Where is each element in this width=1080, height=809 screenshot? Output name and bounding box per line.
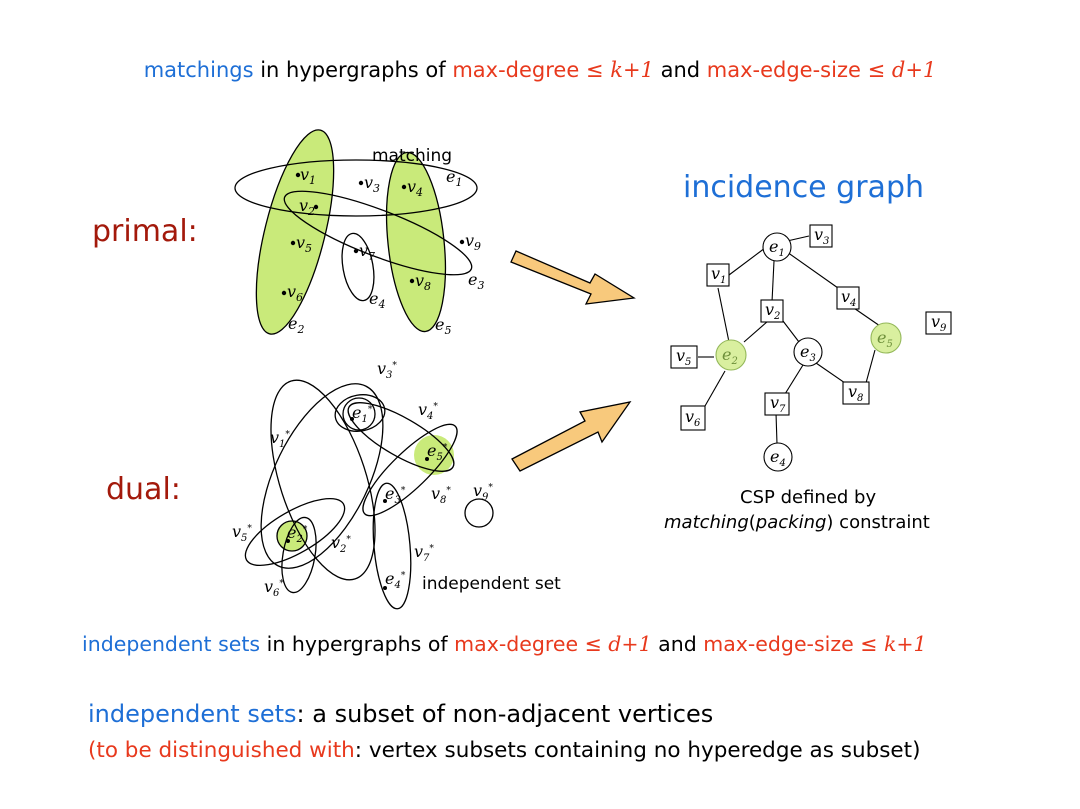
incidence-graph-title: incidence graph [683, 170, 924, 205]
bottom-caption: independent sets in hypergraphs of max-d… [82, 632, 927, 656]
svg-text:e1: e1 [446, 167, 462, 189]
arrow-dual-to-incidence [511, 401, 632, 472]
edge-e4 [341, 232, 375, 302]
node-v1 [706, 263, 730, 287]
primal-hypergraph [234, 129, 478, 335]
svg-text:e5: e5 [435, 315, 451, 337]
dual-label: dual: [106, 472, 181, 507]
svg-text:e2: e2 [288, 314, 304, 336]
svg-text:v7*: v7* [414, 542, 434, 564]
dual-labels: e1* e2* e3* e4* e5* v1* v2* v3* v4* v5* … [232, 359, 493, 599]
node-v8 [842, 381, 870, 405]
svg-text:v6*: v6* [264, 577, 284, 599]
node-e3 [793, 337, 823, 367]
svg-text:v4*: v4* [418, 400, 438, 422]
arrow-primal-to-incidence [510, 250, 636, 305]
primal-labels: v1 v2 v3 v4 v5 v6 v7 v8 v9 e1 e2 e3 e4 e… [287, 165, 484, 337]
primal-vertex-dots [281, 172, 465, 296]
svg-text:e2*: e2* [287, 523, 308, 545]
edge-v8star [362, 423, 458, 517]
primal-label: primal: [92, 214, 198, 249]
svg-text:v9: v9 [465, 231, 481, 253]
dual-vertex-e1-highlight [342, 397, 376, 431]
independent-set-caption: independent set [422, 574, 561, 594]
node-e5 [870, 322, 902, 354]
edge-v1star [260, 383, 384, 569]
node-v5 [670, 345, 698, 369]
svg-text:v9*: v9* [473, 481, 493, 503]
svg-text:v3*: v3* [377, 359, 397, 381]
csp-caption-line1: CSP defined by [740, 487, 877, 508]
node-v9 [925, 311, 952, 335]
svg-text:e1*: e1* [352, 403, 373, 425]
max-edge-size-label: max-edge-size [706, 58, 861, 82]
svg-text:e4*: e4* [385, 569, 406, 591]
node-v7 [764, 392, 790, 416]
svg-text:e3*: e3* [385, 484, 406, 506]
edge-v6star [281, 516, 317, 594]
svg-text:v2*: v2* [331, 533, 351, 555]
dual-vertex-e2-highlight [276, 520, 308, 552]
node-e2 [715, 339, 747, 371]
svg-text:v7: v7 [359, 241, 375, 263]
dual-vertex-e5-highlight [414, 435, 454, 475]
dual-hypergraph [244, 379, 494, 610]
node-e1 [762, 232, 792, 262]
node-v3 [809, 224, 833, 248]
csp-caption-line2: matching(packing) constraint [664, 512, 930, 533]
edge-v2star [270, 379, 376, 581]
edge-v7star [372, 482, 412, 610]
svg-text:e3: e3 [468, 270, 484, 292]
matching-caption: matching [372, 146, 452, 166]
incidence-nodes [670, 224, 952, 472]
max-degree-label: max-degree [452, 58, 580, 82]
edge-e2 [255, 129, 335, 335]
node-e4 [763, 442, 793, 472]
edge-v9star [464, 498, 494, 528]
svg-text:v8*: v8* [431, 484, 451, 506]
definition-line: independent sets: a subset of non-adjace… [88, 700, 714, 728]
matchings-term: matchings [143, 58, 254, 82]
top-caption: matchings in hypergraphs of max-degree ≤… [143, 58, 937, 82]
node-v6 [680, 405, 706, 431]
edge-v5star [244, 497, 346, 567]
svg-text:v1*: v1* [270, 428, 290, 450]
edge-v4star [347, 402, 455, 472]
incidence-labels: e1 e2 e3 e4 e5 v1 v2 v3 v4 v5 v6 v7 v8 v… [676, 225, 947, 469]
svg-text:e5*: e5* [427, 441, 448, 463]
edge-e1 [234, 159, 478, 217]
node-v4 [836, 286, 860, 310]
independent-sets-term: independent sets [82, 632, 261, 656]
incidence-edges [698, 235, 881, 445]
svg-text:v3: v3 [364, 173, 380, 195]
distinction-note: (to be distinguished with: vertex subset… [88, 738, 921, 763]
dual-vertex-dots [286, 417, 429, 590]
node-v2 [760, 299, 784, 323]
svg-text:e4: e4 [369, 289, 385, 311]
svg-text:v5*: v5* [232, 522, 252, 544]
